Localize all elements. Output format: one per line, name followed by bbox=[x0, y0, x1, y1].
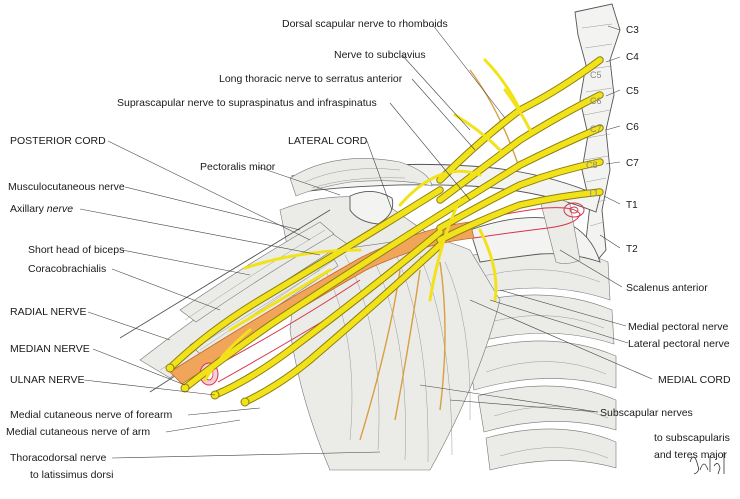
label-axillary: Axillary nerve bbox=[10, 203, 73, 215]
label-posterior-cord: POSTERIOR CORD bbox=[10, 135, 106, 147]
label-scalenus-anterior: Scalenus anterior bbox=[626, 282, 708, 294]
label-musculocutaneous: Musculocutaneous nerve bbox=[8, 181, 125, 193]
label-thoracodorsal-line1: Thoracodorsal nerve bbox=[10, 452, 106, 464]
vertebra-label-c7: C7 bbox=[590, 124, 602, 134]
vertebra-label-c5: C5 bbox=[590, 70, 602, 80]
label-long-thoracic: Long thoracic nerve to serratus anterior bbox=[219, 73, 403, 85]
spinal-level-labels: C3 C4 C5 C6 C7 T1 T2 bbox=[626, 25, 639, 255]
label-radial-nerve: RADIAL NERVE bbox=[10, 306, 86, 318]
label-subscapular-line1: Subscapular nerves bbox=[600, 407, 693, 419]
label-pectoralis-minor: Pectoralis minor bbox=[200, 161, 276, 173]
label-medial-cord: MEDIAL CORD bbox=[658, 374, 731, 386]
label-lateral-pectoral: Lateral pectoral nerve bbox=[628, 338, 730, 350]
label-short-head-biceps: Short head of biceps bbox=[28, 244, 124, 256]
label-medial-pectoral: Medial pectoral nerve bbox=[628, 321, 729, 333]
label-suprascapular: Suprascapular nerve to supraspinatus and… bbox=[117, 97, 377, 109]
label-medial-cutaneous-arm: Medial cutaneous nerve of arm bbox=[6, 426, 150, 438]
label-subscapular-line2: to subscapularis bbox=[654, 432, 730, 444]
spinal-level-c3: C3 bbox=[626, 25, 639, 36]
label-ulnar-nerve: ULNAR NERVE bbox=[10, 374, 85, 386]
spinal-level-c5: C5 bbox=[626, 86, 639, 97]
label-coracobrachialis: Coracobrachialis bbox=[28, 263, 106, 275]
spinal-level-c7: C7 bbox=[626, 158, 639, 169]
label-thoracodorsal-line2: to latissimus dorsi bbox=[30, 469, 113, 481]
vertebra-label-c6: C6 bbox=[590, 96, 602, 106]
spinal-level-t2: T2 bbox=[626, 244, 638, 255]
label-median-nerve: MEDIAN NERVE bbox=[10, 343, 90, 355]
vertebra-label-c8: C8 bbox=[586, 160, 598, 170]
label-nerve-to-subclavius: Nerve to subclavius bbox=[334, 49, 426, 61]
spinal-level-c4: C4 bbox=[626, 52, 639, 63]
spinal-level-t1: T1 bbox=[626, 200, 638, 211]
label-lateral-cord: LATERAL CORD bbox=[288, 135, 368, 147]
vertebra-label-t1: T1 bbox=[588, 188, 599, 198]
spinal-level-c6: C6 bbox=[626, 122, 639, 133]
label-dorsal-scapular: Dorsal scapular nerve to rhomboids bbox=[282, 18, 448, 30]
label-medial-cutaneous-forearm: Medial cutaneous nerve of forearm bbox=[10, 409, 173, 421]
